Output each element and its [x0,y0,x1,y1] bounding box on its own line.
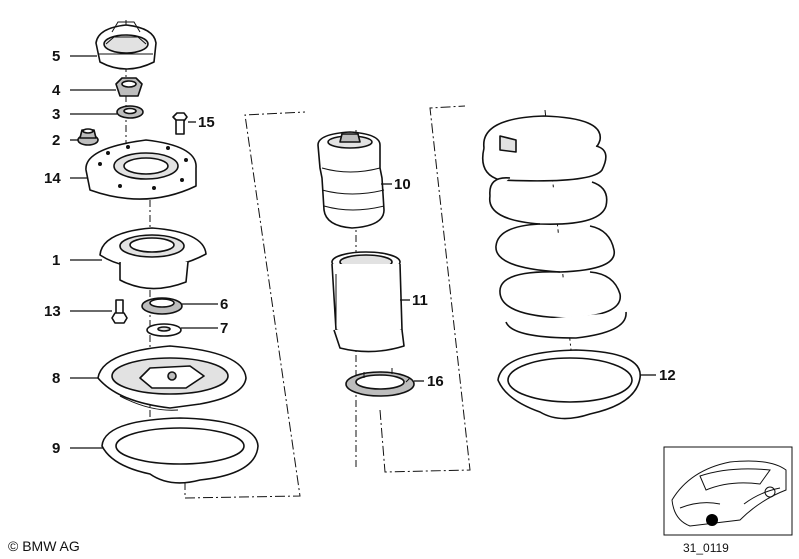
callout-10: 10 [394,176,411,193]
part-12-coil-spring [481,115,627,339]
part-14-upper-strut-mount [85,139,197,200]
part-11-dust-boot [331,251,405,353]
part-5-strut-cap [95,21,157,70]
callout-labels: 5 4 3 2 14 1 13 8 9 15 6 7 10 11 16 12 [44,48,676,457]
callout-12: 12 [659,367,676,384]
callout-8: 8 [52,370,60,387]
location-marker-icon [706,514,718,526]
part-2-flange-nut [77,128,99,146]
leader-lines [70,55,656,449]
part-4-hex-nut [115,77,143,97]
part-15-bolt [172,112,188,135]
callout-4: 4 [52,82,61,99]
callout-13: 13 [44,303,61,320]
part-16-retaining-ring [345,368,415,397]
diagram-reference-code: 31_0119 [683,541,729,555]
callout-5: 5 [52,48,60,65]
callout-7: 7 [220,320,228,337]
part-10-bump-stop [317,131,385,229]
vehicle-location-thumbnail [663,446,793,536]
part-9-lower-spring-pad [101,417,259,484]
part-8-spring-pad [97,345,247,411]
callout-3: 3 [52,106,60,123]
group-brackets [184,105,471,499]
part-7-washer [146,323,182,337]
callout-16: 16 [427,373,444,390]
callout-14: 14 [44,170,61,187]
part-3-washer [116,105,144,119]
copyright-text: © BMW AG [8,538,80,554]
callout-11: 11 [412,292,428,309]
callout-9: 9 [52,440,60,457]
part-13-bolt [111,299,128,324]
callout-2: 2 [52,132,60,149]
part-6-stop-ring [141,297,183,315]
part-12-spring-seat [497,349,641,420]
callout-6: 6 [220,296,228,313]
callout-1: 1 [52,252,60,269]
callout-15: 15 [198,114,215,131]
part-1-bearing-seat [99,227,207,290]
